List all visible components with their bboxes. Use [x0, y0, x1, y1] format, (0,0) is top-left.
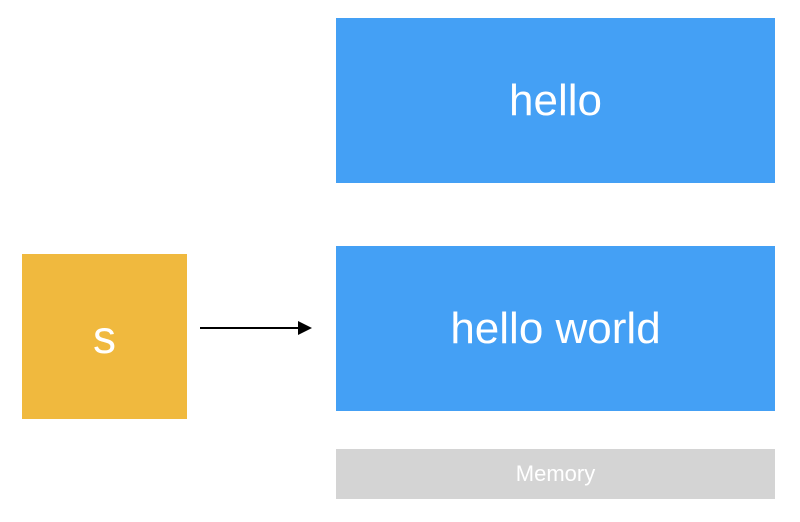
memory-block-text: hello [509, 75, 602, 125]
pointer-arrow-head [298, 321, 312, 335]
variable-name: s [93, 310, 116, 363]
variable-s-box: s [22, 254, 187, 419]
memory-block-hello-world: hello world [336, 246, 775, 411]
memory-label-bar: Memory [336, 449, 775, 499]
memory-label: Memory [515, 461, 596, 486]
pointer-arrow-icon [200, 321, 312, 335]
memory-block-hello: hello [336, 18, 775, 183]
memory-block-text: hello world [450, 303, 661, 353]
